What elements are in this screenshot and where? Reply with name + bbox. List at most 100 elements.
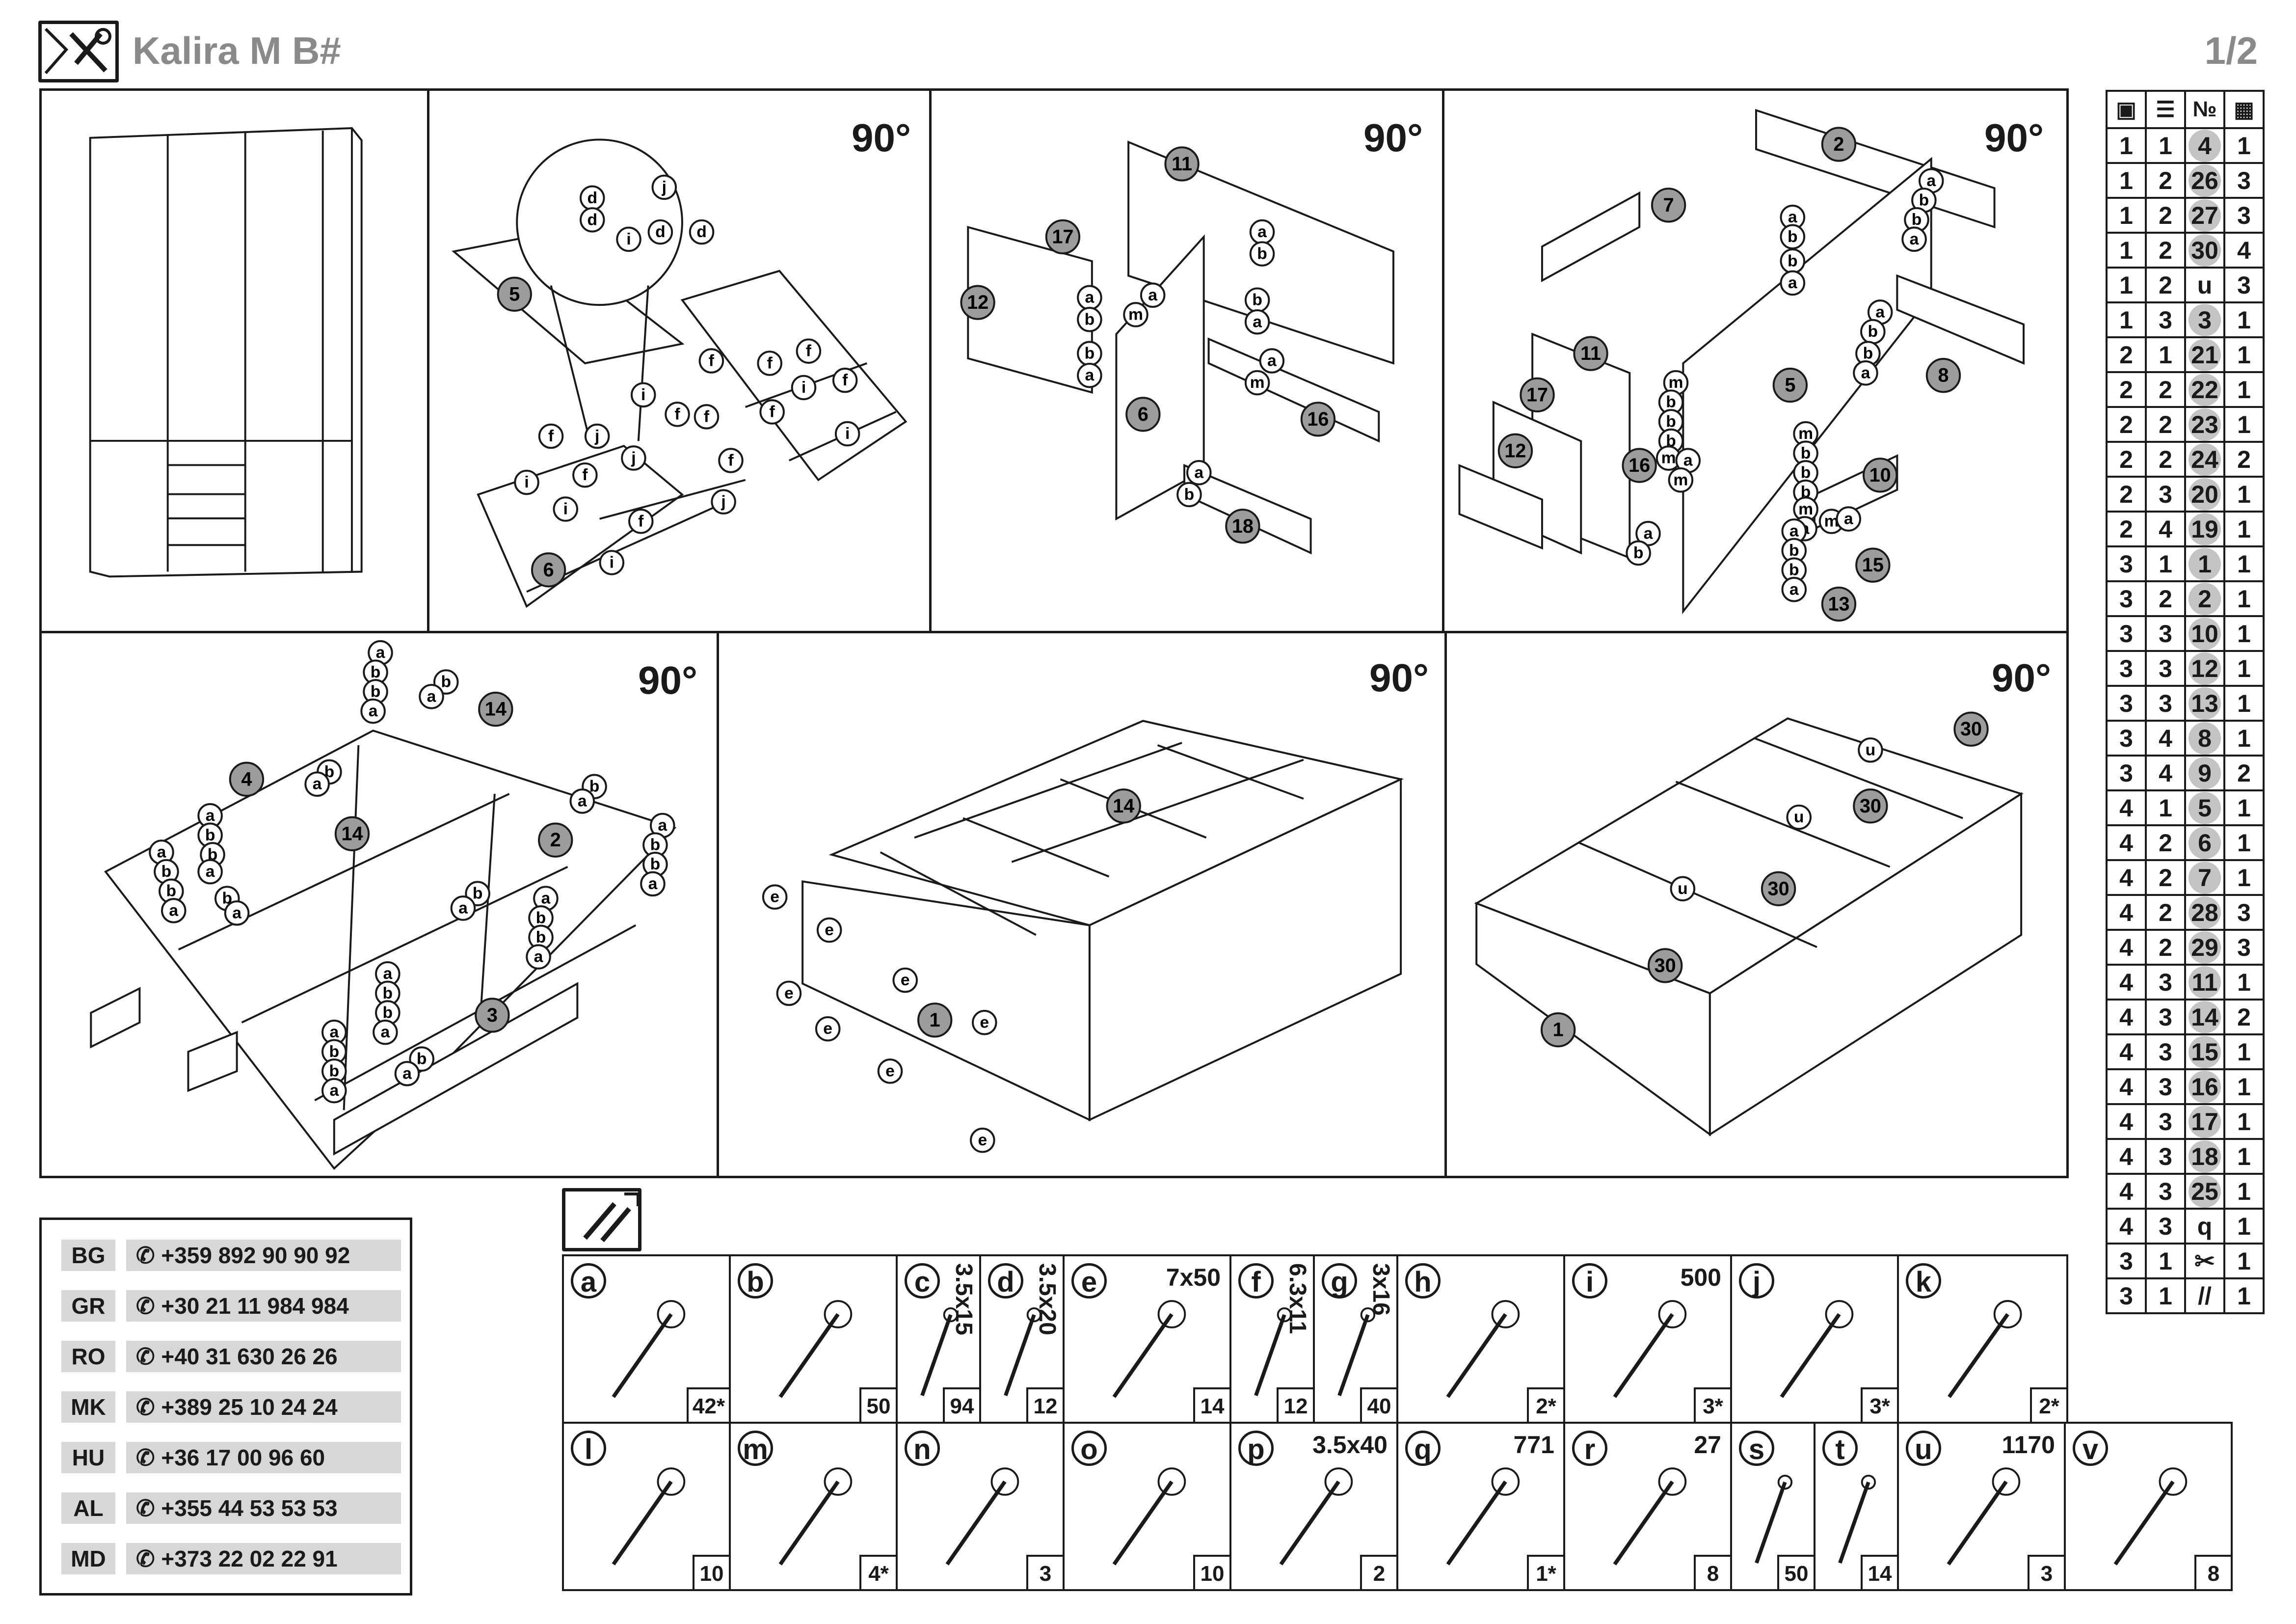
- part-number: 23: [2189, 408, 2221, 441]
- hardware-letter: t: [1822, 1431, 1858, 1466]
- svg-text:m: m: [1673, 471, 1688, 489]
- svg-text:17: 17: [1526, 384, 1548, 406]
- hardware-quantity: 3: [1026, 1555, 1063, 1589]
- layer-cell: 2: [2145, 197, 2186, 234]
- quantity-cell: 1: [2223, 545, 2265, 582]
- box-count-cell: 4: [2106, 964, 2147, 1001]
- part-number: 24: [2189, 443, 2221, 476]
- hardware-size: 7x50: [1166, 1264, 1221, 1291]
- part-number-cell: 23: [2184, 406, 2225, 443]
- phone-icon: ✆: [136, 1243, 161, 1268]
- layer-cell: 2: [2145, 232, 2186, 269]
- contact-row: MD✆ +373 22 02 22 91: [61, 1543, 401, 1577]
- svg-text:12: 12: [967, 292, 988, 313]
- svg-text:18: 18: [1232, 515, 1254, 537]
- phone-icon: ✆: [136, 1445, 161, 1470]
- quantity-cell: 1: [2223, 371, 2265, 408]
- svg-text:a: a: [169, 901, 178, 920]
- hardware-letter: l: [571, 1431, 606, 1466]
- svg-text:b: b: [1919, 191, 1929, 209]
- phone-number: ✆ +359 892 90 90 92: [126, 1240, 401, 1271]
- layer-cell: 3: [2145, 1068, 2186, 1105]
- svg-text:a: a: [1910, 230, 1919, 248]
- svg-text:a: a: [458, 899, 468, 917]
- svg-text:d: d: [587, 211, 597, 229]
- hardware-letter: p: [1238, 1431, 1274, 1466]
- part-number-cell: 7: [2184, 859, 2225, 896]
- box-count-cell: 2: [2106, 476, 2147, 513]
- svg-text:a: a: [648, 875, 658, 893]
- part-number-cell: 2: [2184, 580, 2225, 617]
- hardware-size: 771: [1513, 1431, 1554, 1459]
- box-count-cell: 3: [2106, 580, 2147, 617]
- hardware-letter: u: [1906, 1431, 1941, 1466]
- svg-text:f: f: [728, 452, 734, 470]
- box-count-cell: 4: [2106, 789, 2147, 826]
- part-number: u: [2197, 271, 2213, 299]
- layer-cell: 4: [2145, 755, 2186, 791]
- hardware-letter: a: [571, 1263, 606, 1299]
- svg-text:f: f: [842, 371, 848, 389]
- svg-text:a: a: [1267, 352, 1277, 370]
- layer-cell: 3: [2145, 1208, 2186, 1245]
- svg-text:2: 2: [1833, 134, 1844, 155]
- contact-row: HU✆ +36 17 00 96 60: [61, 1442, 401, 1476]
- phone-icon: ✆: [136, 1546, 161, 1571]
- svg-text:b: b: [1789, 541, 1799, 560]
- part-number: 18: [2189, 1140, 2221, 1173]
- svg-text:u: u: [1866, 741, 1876, 759]
- layer-cell: 3: [2145, 685, 2186, 722]
- svg-text:a: a: [1148, 286, 1157, 304]
- quantity-cell: 1: [2223, 615, 2265, 652]
- contact-row: MK✆ +389 25 10 24 24: [61, 1391, 401, 1426]
- svg-text:m: m: [1798, 425, 1813, 443]
- svg-text:a: a: [381, 1023, 390, 1041]
- box-count-cell: 4: [2106, 1103, 2147, 1140]
- svg-text:b: b: [1633, 544, 1644, 562]
- svg-text:a: a: [402, 1064, 412, 1083]
- svg-text:b: b: [371, 663, 381, 681]
- box-count-cell: 4: [2106, 929, 2147, 966]
- part-number: 7: [2189, 861, 2221, 894]
- part-number-cell: q: [2184, 1208, 2225, 1245]
- part-number: 17: [2189, 1105, 2221, 1138]
- svg-text:7: 7: [1663, 194, 1674, 216]
- svg-text:f: f: [806, 342, 812, 360]
- part-number-cell: 26: [2184, 162, 2225, 199]
- quantity-cell: 2: [2223, 441, 2265, 478]
- layer-cell: 2: [2145, 859, 2186, 896]
- svg-text:17: 17: [1052, 226, 1073, 247]
- svg-text:b: b: [161, 863, 172, 881]
- part-number-cell: 4: [2184, 127, 2225, 164]
- part-number-cell: 18: [2184, 1138, 2225, 1175]
- part-number: 29: [2189, 931, 2221, 964]
- svg-text:i: i: [641, 386, 645, 404]
- country-code: MD: [61, 1543, 115, 1574]
- hardware-quantity: 3: [2028, 1555, 2064, 1589]
- contact-row: AL✆ +355 44 53 53 53: [61, 1492, 401, 1527]
- tools-icon: ✂: [2194, 1247, 2215, 1275]
- phone-icon: ✆: [136, 1394, 161, 1420]
- svg-text:a: a: [329, 1023, 339, 1041]
- phone-text: +389 25 10 24 24: [161, 1394, 338, 1420]
- phone-number: ✆ +389 25 10 24 24: [126, 1391, 401, 1423]
- hardware-size: 6.3x11: [1284, 1263, 1310, 1334]
- svg-text:j: j: [631, 449, 636, 467]
- svg-text:b: b: [1666, 412, 1676, 431]
- svg-text:14: 14: [341, 823, 363, 844]
- part-number: 10: [2189, 617, 2221, 650]
